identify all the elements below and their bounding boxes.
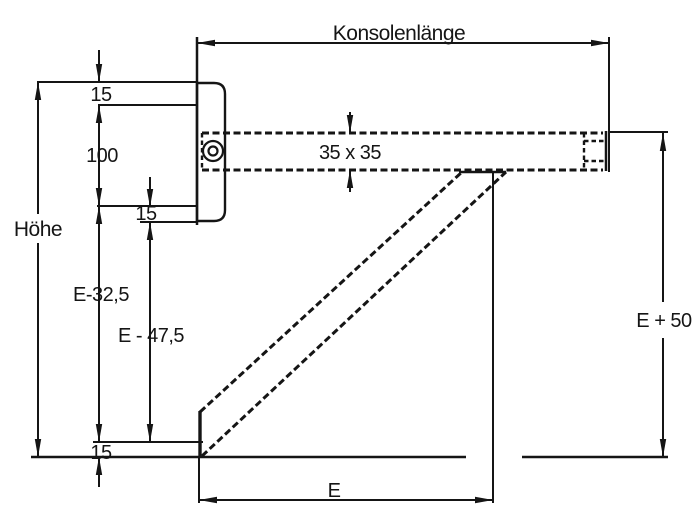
arrowhead-up-icon — [95, 206, 103, 224]
arrowhead-left-icon — [197, 39, 215, 47]
arrowhead-down-icon — [95, 188, 103, 206]
console-beam — [200, 131, 608, 172]
wall-plate — [195, 37, 227, 225]
label-15-bottom: 15 — [90, 442, 112, 464]
brace-lower-edge — [200, 170, 508, 458]
label-100: 100 — [86, 145, 118, 167]
arrowhead-up-icon — [95, 457, 103, 475]
dimension-lines — [34, 37, 668, 504]
arrowhead-down-icon — [659, 439, 667, 457]
label-15-mid: 15 — [135, 203, 157, 225]
arrowhead-down-icon — [146, 189, 154, 207]
label-15-top: 15 — [90, 84, 112, 106]
label-e-minus-32-5: E-32,5 — [73, 284, 129, 306]
arrowhead-down-icon — [146, 424, 154, 442]
arrowhead-down-icon — [34, 439, 42, 457]
brace-upper-edge — [198, 170, 464, 414]
arrowhead-up-icon — [95, 105, 103, 123]
arrowhead-down-icon — [95, 424, 103, 442]
label-konsolenlaenge: Konsolenlänge — [333, 22, 465, 45]
label-hoehe: Höhe — [14, 218, 62, 241]
label-e-plus-50: E + 50 — [636, 310, 692, 332]
arrowhead-left-icon — [199, 496, 217, 504]
arrowhead-down-icon — [95, 64, 103, 82]
arrowhead-up-icon — [346, 170, 354, 188]
label-e-minus-47-5: E - 47,5 — [118, 325, 184, 347]
bolt-center-icon — [207, 145, 219, 157]
arrowhead-down-icon — [346, 115, 354, 133]
label-e: E — [328, 480, 341, 502]
arrowhead-up-icon — [659, 133, 667, 151]
label-35x35: 35 x 35 — [319, 142, 381, 164]
arrowhead-up-icon — [34, 82, 42, 100]
arrowhead-right-icon — [591, 39, 609, 47]
dimension-labels: Konsolenlänge Höhe 15 100 15 E-32,5 E - … — [14, 22, 693, 502]
arrowhead-right-icon — [475, 496, 493, 504]
diagonal-brace — [198, 170, 508, 458]
arrowhead-up-icon — [146, 222, 154, 240]
